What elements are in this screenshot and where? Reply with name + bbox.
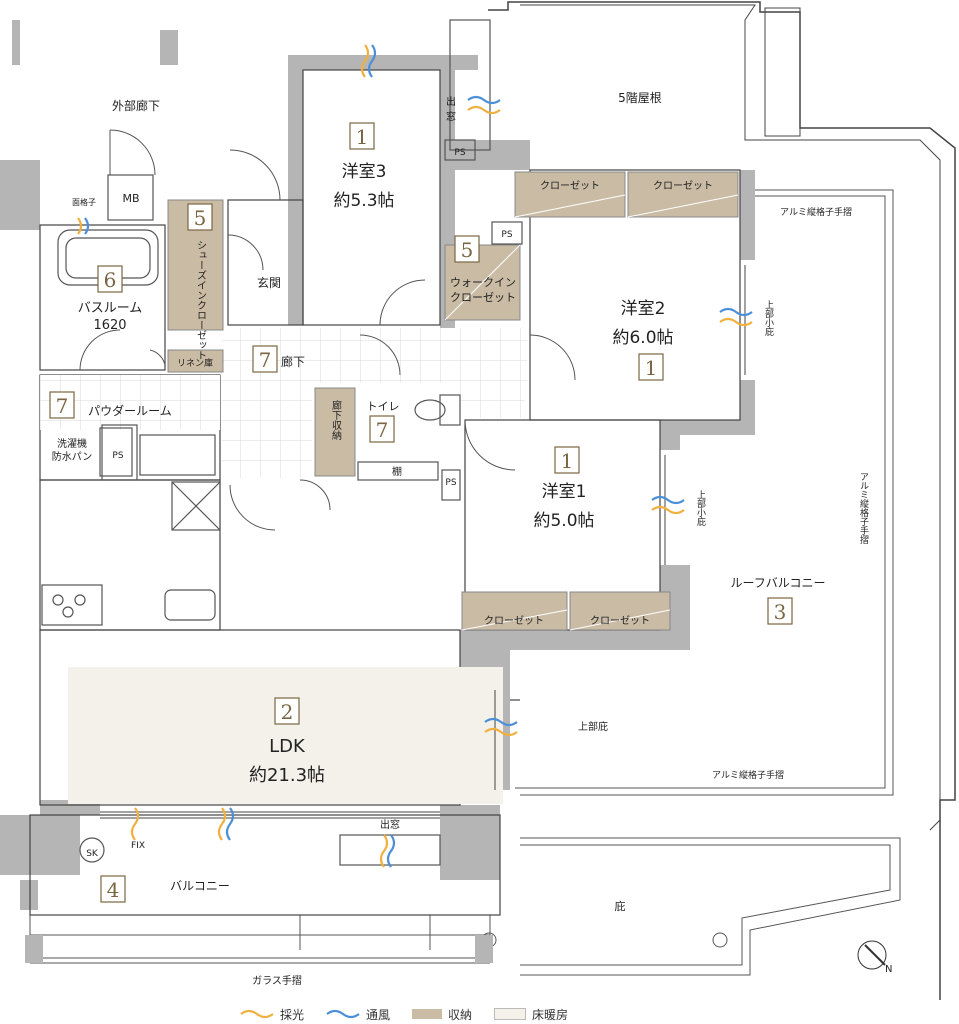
legend-label-light: 採光 (280, 1007, 305, 1022)
shoes-name: シューズインクローゼット (195, 240, 207, 360)
western2-size: 約6.0帖 (612, 328, 673, 348)
window-ticks (100, 265, 746, 819)
closet-label-3: クローゼット (484, 615, 544, 627)
ldk-name: LDK (269, 736, 306, 757)
storage-blocks (167, 171, 739, 631)
roof-balcony-number: 3 (774, 600, 787, 624)
western2-number: 1 (645, 356, 658, 380)
wind-arrow-icon (326, 1009, 360, 1019)
bath-size: 1620 (93, 318, 126, 333)
legend-label-wind: 通風 (366, 1007, 391, 1022)
storage-swatch (412, 1009, 443, 1019)
legend-label-floor-heating: 床暖房 (532, 1007, 569, 1022)
room-number-boxes (49, 122, 793, 903)
closet-label-1: クローゼット (540, 180, 600, 192)
closet-label-4: クローゼット (590, 615, 650, 627)
grille-label: 面格子 (72, 197, 96, 207)
legend: 採光 通風 収納 床暖房 (240, 1004, 568, 1024)
hall-storage-label: 廊下収納 (330, 399, 342, 441)
legend-item-floor-heating: 床暖房 (494, 1006, 568, 1023)
walkin-name2: クローゼット (450, 291, 516, 304)
bath-number: 6 (104, 268, 117, 292)
upper-small-label-1: 上部小庇 (763, 300, 774, 337)
corridor-number: 7 (259, 348, 272, 372)
western3-number: 1 (356, 125, 369, 149)
bay-label-2: 窓 (446, 110, 456, 123)
western2-name: 洋室2 (621, 299, 666, 319)
floor-heating-swatch (494, 1008, 527, 1020)
roof-balcony-name: ルーフバルコニー (730, 576, 825, 590)
svg-text:N: N (885, 964, 892, 975)
washer-label-1: 洗濯機 (57, 437, 87, 450)
closet-label-2: クローゼット (653, 180, 713, 192)
western1-size: 約5.0帖 (533, 511, 594, 531)
ps-label-2: PS (501, 230, 512, 240)
toilet-name: トイレ (367, 400, 400, 413)
mb-label: MB (122, 192, 139, 205)
light-arrow-icon (240, 1009, 274, 1019)
ps-label-3: PS (112, 451, 123, 461)
legend-item-light: 採光 (240, 1006, 304, 1023)
walkin-name1: ウォークイン (450, 276, 516, 289)
powder-number: 7 (56, 394, 69, 418)
legend-item-wind: 通風 (326, 1006, 390, 1023)
shoes-number: 5 (194, 206, 207, 230)
western3-size: 約5.3帖 (333, 191, 394, 211)
alum-label-1: アルミ縦格子手摺 (780, 206, 852, 218)
alum-label-2: アルミ縦格子手摺 (858, 472, 869, 545)
western3-name: 洋室3 (342, 162, 387, 182)
western1-number: 1 (561, 449, 574, 473)
glass-label: ガラス手摺 (252, 974, 302, 987)
roof-balcony-outline (481, 189, 901, 976)
closet-diagonals (444, 194, 739, 631)
balcony-area (25, 914, 493, 964)
walls (0, 20, 755, 910)
ldk-floor-heating (68, 667, 503, 804)
bay-window-label: 出窓 (380, 818, 400, 831)
ps-label-1: PS (454, 148, 465, 158)
washer-label-2: 防水パン (52, 450, 93, 463)
ldk-size: 約21.3帖 (249, 765, 325, 786)
eave-label: 庇 (615, 899, 626, 913)
upper-small-label-2: 上部小庇 (695, 490, 706, 527)
bay-label-1: 出 (446, 95, 456, 108)
shelf-label: 棚 (392, 465, 402, 478)
fix-label: FIX (131, 841, 145, 851)
ps-label-4: PS (445, 478, 456, 488)
western1-name: 洋室1 (542, 482, 587, 502)
alum-label-3: アルミ縦格子手摺 (712, 769, 784, 781)
walkin-number: 5 (461, 238, 474, 262)
ventilation-arrows (77, 44, 753, 868)
ldk-number: 2 (281, 700, 294, 724)
doors (79, 129, 576, 531)
legend-item-storage: 収納 (412, 1006, 472, 1023)
sk-label: SK (86, 849, 99, 859)
legend-label-storage: 収納 (448, 1007, 473, 1022)
balcony-name: バルコニー (170, 879, 230, 893)
corridor-name: 廊下 (281, 354, 305, 369)
bath-name: バスルーム (78, 301, 143, 316)
entrance-label: 玄関 (257, 275, 281, 290)
linen-label: リネン庫 (177, 357, 213, 369)
compass-icon: N (857, 940, 892, 975)
powder-name: パウダールーム (88, 403, 172, 418)
balcony-number: 4 (107, 878, 120, 902)
roof-5f-label: 5階屋根 (618, 90, 662, 105)
toilet-number: 7 (376, 418, 389, 442)
outer-corridor-label: 外部廊下 (112, 98, 160, 113)
roof-area (488, 1, 956, 1000)
upper-eave-label: 上部庇 (578, 720, 608, 733)
fixtures (41, 19, 523, 866)
